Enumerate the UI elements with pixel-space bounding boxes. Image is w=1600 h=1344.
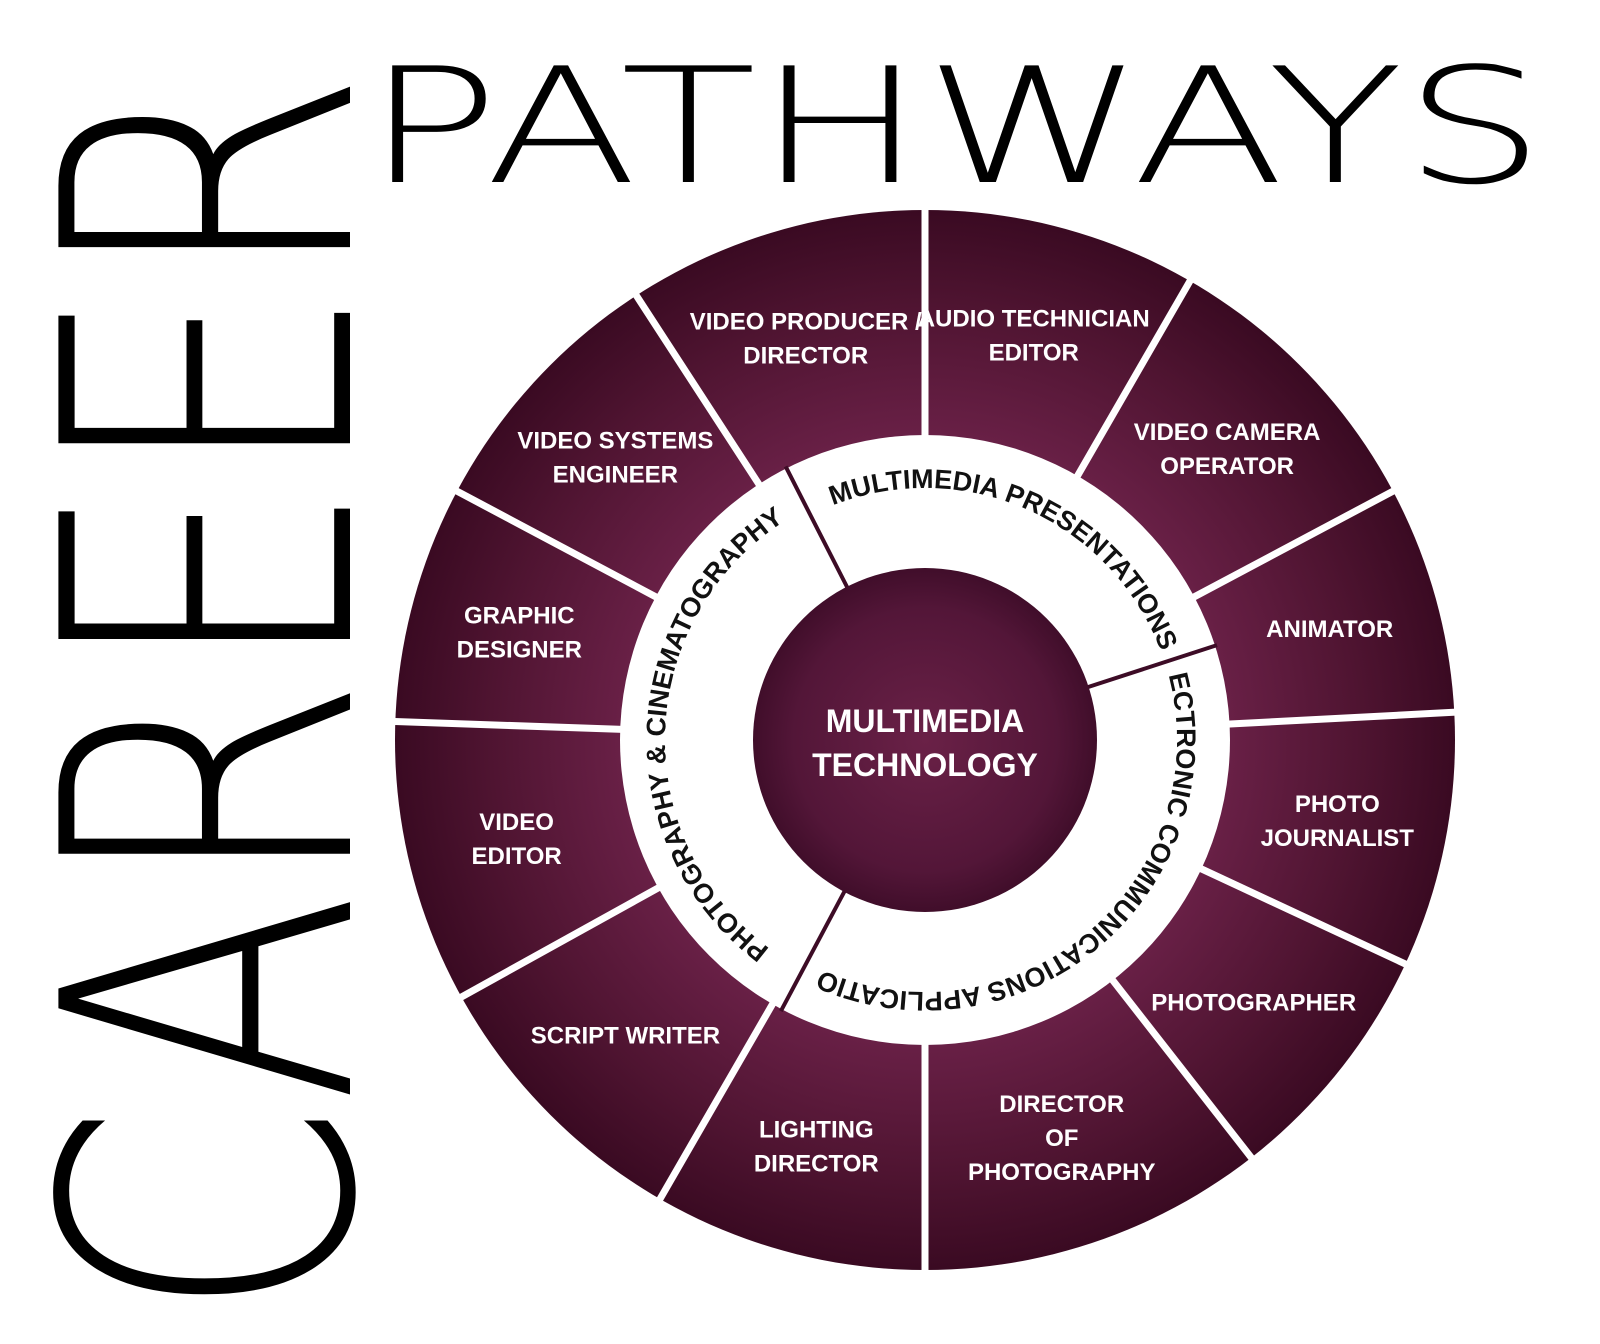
career-label: ENGINEER [553,461,678,488]
career-title-group: CAREER [0,70,445,1320]
center-label-line1: MULTIMEDIA [826,703,1024,739]
career-label: DESIGNER [457,636,582,663]
career-label: JOURNALIST [1261,825,1415,852]
segment-divider [631,290,763,488]
pathway-dividers [779,465,1218,1013]
pathways-title: PATHWAYS [365,33,1545,220]
segment-dividers [391,206,1459,1274]
center-hub [753,568,1097,912]
career-label: VIDEO [479,809,554,836]
segment-divider [451,486,660,601]
segment-divider [1198,864,1411,969]
career-label: GRAPHIC [464,602,575,629]
segment-divider [654,1000,777,1205]
career-label: DIRECTOR [743,342,868,369]
segment-divider [1227,708,1459,728]
segment-divider [1073,275,1196,480]
segment-divider [1190,486,1399,601]
segment-divider [1108,976,1257,1163]
segment-divider [456,883,662,1002]
career-label: EDITOR [989,339,1079,366]
career-label: ANIMATOR [1266,616,1393,643]
career-label: EDITOR [471,843,561,870]
career-segment-labels: AUDIO TECHNICIAN EDITOR VIDEO CAMERA OPERAT… [457,305,1415,1186]
pathway-divider [1086,643,1218,690]
career-label: VIDEO CAMERA [1134,419,1321,446]
pathway-divider [779,889,847,1013]
career-title: CAREER [0,70,445,1320]
career-label: VIDEO SYSTEMS [517,427,713,454]
career-label: LIGHTING [759,1117,874,1144]
career-label: OF [1045,1125,1078,1152]
career-label: AUDIO TECHNICIAN [918,305,1150,332]
career-label: VIDEO PRODUCER / [690,308,922,335]
career-label: SCRIPT WRITER [531,1022,720,1049]
career-label: PHOTO [1295,791,1380,818]
career-label: PHOTOGRAPHY [968,1159,1156,1186]
career-label: OPERATOR [1160,453,1294,480]
career-label: DIRECTOR [999,1091,1124,1118]
center-label-line2: TECHNOLOGY [812,747,1038,783]
pathway-divider [783,465,850,590]
career-label: DIRECTOR [754,1151,879,1178]
segment-divider [391,717,623,733]
career-label: PHOTOGRAPHER [1151,989,1356,1016]
